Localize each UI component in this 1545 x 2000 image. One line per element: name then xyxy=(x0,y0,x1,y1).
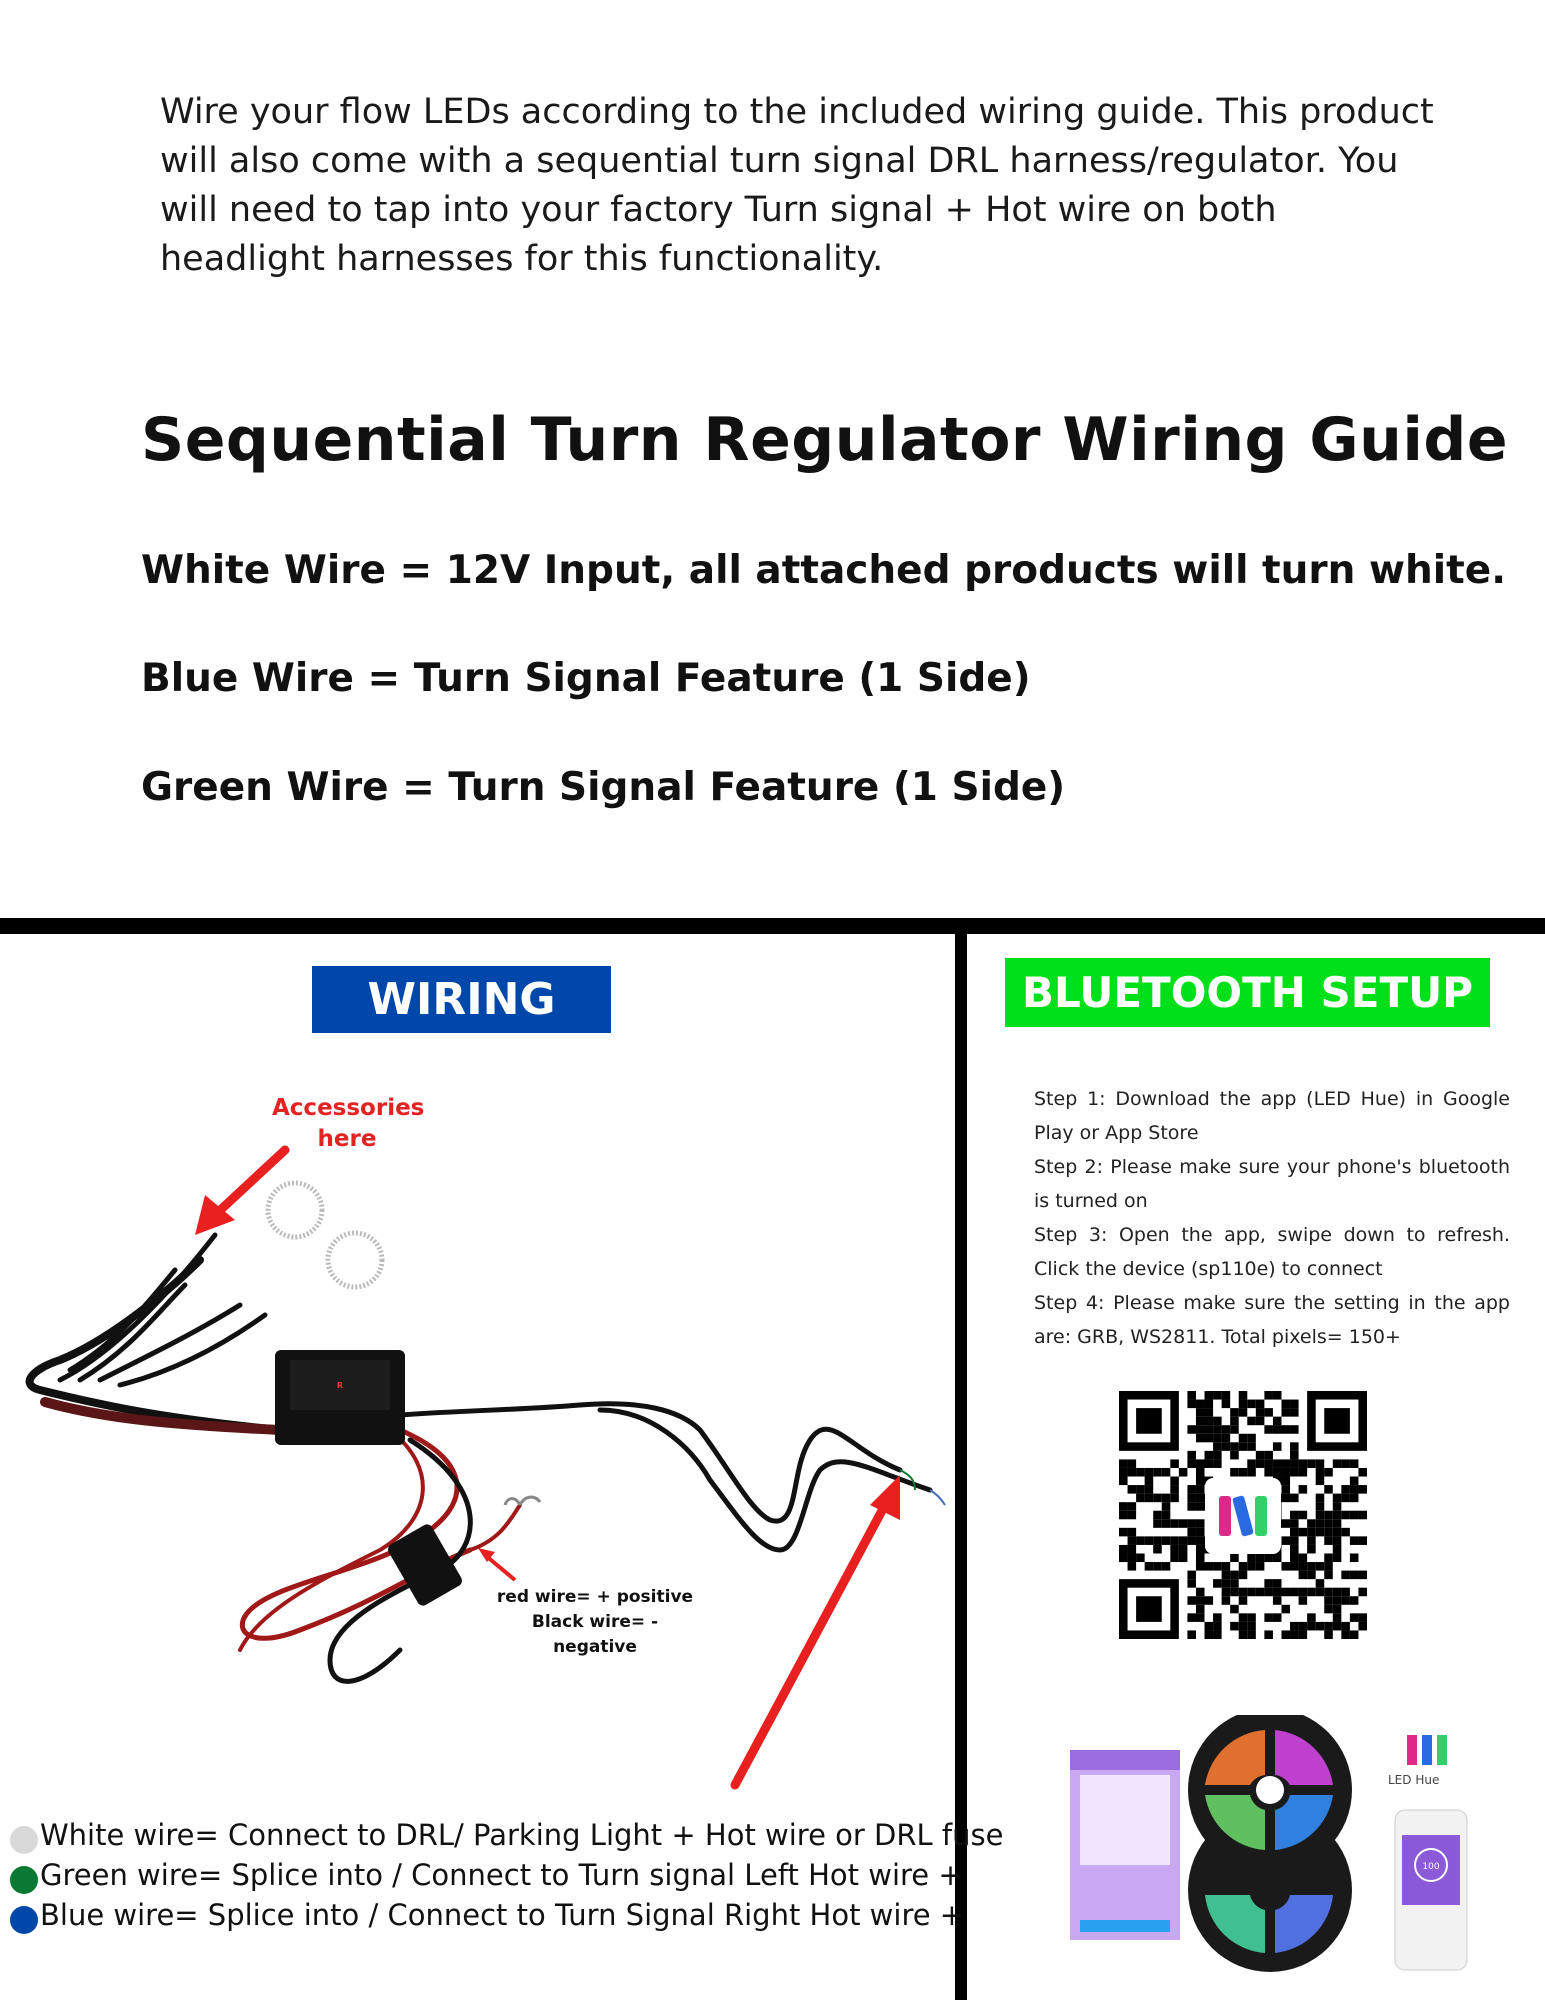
step-1: Step 1: Download the app (LED Hue) in Go… xyxy=(1034,1088,1510,1144)
qr-code[interactable] xyxy=(1119,1391,1367,1639)
led-hue-logo-icon xyxy=(1205,1478,1281,1554)
green-dot-icon xyxy=(10,1866,38,1894)
arrow-to-accessories-icon xyxy=(195,1145,290,1235)
wiring-badge: WIRING xyxy=(312,966,611,1033)
step-2: Step 2: Please make sure your phone's bl… xyxy=(1034,1156,1510,1212)
black-wire-label: Black wire= - negative xyxy=(531,1612,659,1657)
halo-ring-icon xyxy=(265,1180,325,1240)
arrow-to-turn-wires-icon xyxy=(730,1475,900,1790)
arrow-to-polarity-icon xyxy=(478,1548,517,1582)
white-dot-icon xyxy=(10,1826,38,1854)
legend-item-white: White wire= Connect to DRL/ Parking Ligh… xyxy=(10,1815,1003,1855)
white-wire-line: White Wire = 12V Input, all attached pro… xyxy=(141,548,1507,593)
wire-legend: White wire= Connect to DRL/ Parking Ligh… xyxy=(10,1815,1003,1935)
green-wire-line: Green Wire = Turn Signal Feature (1 Side… xyxy=(141,765,1066,810)
legend-text: White wire= Connect to DRL/ Parking Ligh… xyxy=(40,1818,1004,1852)
step-3: Step 3: Open the app, swipe down to refr… xyxy=(1034,1224,1510,1280)
accessories-label-line: here xyxy=(317,1126,377,1152)
app-value: 100 xyxy=(1422,1862,1439,1872)
svg-text:R: R xyxy=(337,1381,343,1390)
blue-dot-icon xyxy=(10,1906,38,1934)
bluetooth-steps: Step 1: Download the app (LED Hue) in Go… xyxy=(1034,1082,1510,1354)
page-title: Sequential Turn Regulator Wiring Guide xyxy=(141,405,1509,475)
horizontal-divider xyxy=(0,918,1545,934)
polarity-label: red wire= + positive Black wire= - negat… xyxy=(490,1585,700,1660)
legend-text: Blue wire= Splice into / Connect to Turn… xyxy=(40,1898,965,1932)
accessories-label-line: Accessories xyxy=(272,1095,425,1121)
blue-wire-line: Blue Wire = Turn Signal Feature (1 Side) xyxy=(141,656,1031,701)
led-hue-app-name: LED Hue xyxy=(1388,1773,1440,1787)
legend-item-blue: Blue wire= Splice into / Connect to Turn… xyxy=(10,1895,1003,1935)
step-4: Step 4: Please make sure the setting in … xyxy=(1034,1292,1510,1348)
fuse-holder xyxy=(388,1524,462,1606)
bluetooth-setup-badge: BLUETOOTH SETUP xyxy=(1005,958,1490,1027)
red-wire-label: red wire= + positive xyxy=(496,1587,694,1607)
led-strip-product-image: 100 xyxy=(1070,1715,1468,1972)
legend-text: Green wire= Splice into / Connect to Tur… xyxy=(40,1858,963,1892)
intro-paragraph: Wire your flow LEDs according to the inc… xyxy=(160,92,1434,279)
halo-ring-icon xyxy=(325,1230,385,1290)
vertical-divider xyxy=(955,918,967,2000)
legend-item-green: Green wire= Splice into / Connect to Tur… xyxy=(10,1855,1003,1895)
wiring-harness-illustration: R xyxy=(25,1145,946,1790)
accessories-label: Accessories here xyxy=(272,1093,425,1155)
